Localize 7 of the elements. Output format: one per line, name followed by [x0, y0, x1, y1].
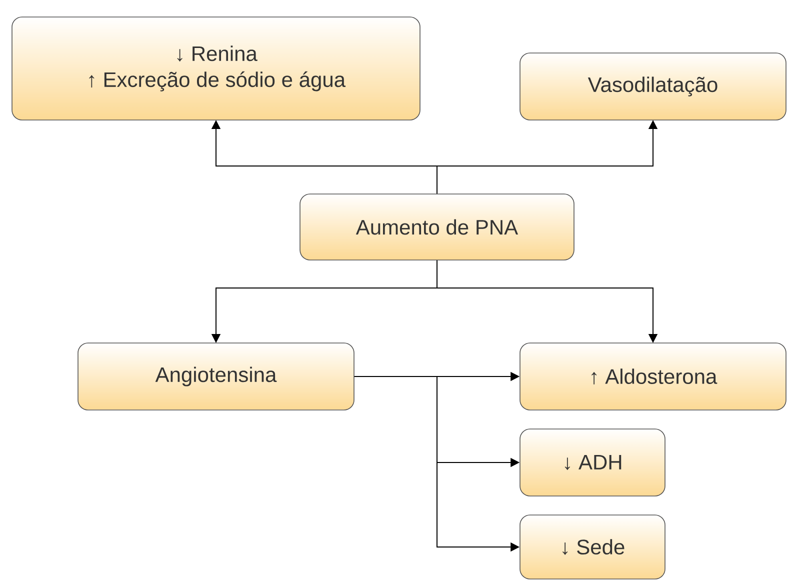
process-box: Vasodilatação [520, 52, 786, 120]
process-box: ↓ ADH [520, 428, 666, 496]
process-box: Angiotensina [78, 342, 354, 410]
process-box: Aumento de PNA [300, 194, 574, 260]
process-box: ↓ Renina ↑ Excreção de sódio e água [12, 16, 420, 120]
process-box: ↓ Sede [520, 514, 666, 580]
process-box: ↑ Aldosterona [520, 342, 786, 410]
